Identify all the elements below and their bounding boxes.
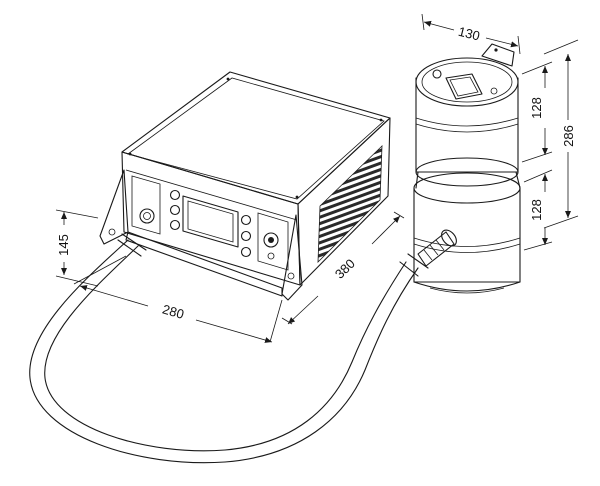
sensor-top-cap	[415, 57, 519, 107]
sensor-display	[445, 73, 483, 100]
dim-130-label: 130	[457, 24, 482, 44]
dim-286-label: 286	[561, 125, 576, 147]
right-button-column	[240, 214, 252, 258]
dimension-sensor-diameter: 130	[421, 13, 521, 55]
dim-145-label: 145	[56, 234, 71, 256]
display-screen	[182, 195, 239, 248]
mounting-bracket	[481, 43, 515, 67]
right-bracket	[281, 214, 303, 301]
dim-380-label: 380	[332, 256, 358, 282]
connector-port-icon	[139, 208, 155, 224]
cable-gland-icon	[417, 229, 457, 267]
dim-128-upper-label: 128	[529, 97, 544, 119]
cable	[29, 233, 429, 464]
dimension-controller-width: 280	[73, 255, 283, 343]
dimension-sensor-lower-section: 128	[523, 169, 553, 251]
dim-128-lower-label: 128	[529, 199, 544, 221]
left-bracket	[99, 169, 129, 245]
dimension-controller-height: 145	[55, 209, 99, 287]
left-button-column	[169, 189, 181, 231]
controller-front-face	[121, 151, 301, 286]
dimension-sensor-total-height: 286	[543, 39, 579, 229]
vent-grille-icon	[317, 145, 383, 264]
dimension-sensor-upper-section: 128	[521, 61, 553, 163]
sensor-cylinder	[413, 43, 521, 294]
sensor-button-icon	[432, 69, 442, 79]
controller-unit	[99, 71, 391, 301]
rotary-knob-icon	[263, 232, 279, 248]
dim-280-label: 280	[161, 301, 186, 321]
